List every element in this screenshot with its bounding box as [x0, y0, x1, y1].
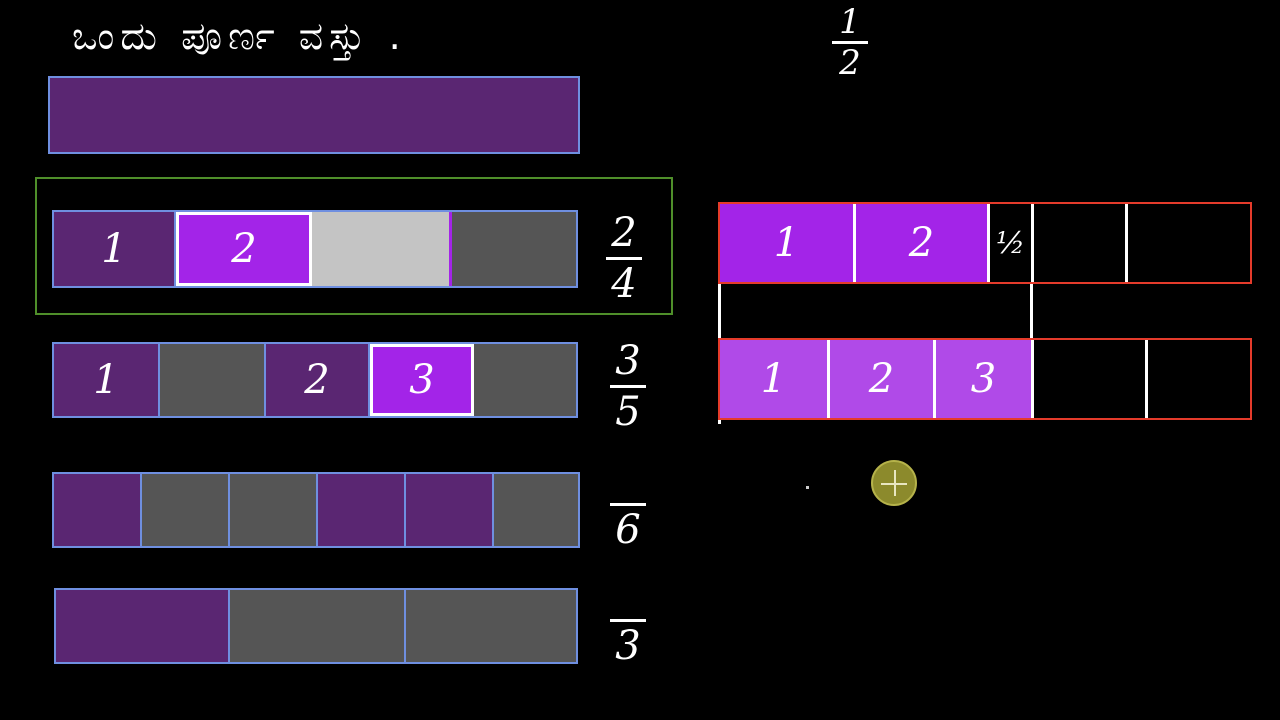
fraction-one-half: 1 2: [826, 5, 874, 80]
highlight-box: [35, 177, 673, 315]
bar-segment: [142, 474, 230, 546]
bar-segment: [54, 474, 142, 546]
bar-segment: [406, 590, 576, 662]
bar-segment: ½: [990, 204, 1034, 282]
bar-segment: [160, 344, 266, 416]
bar-segment: [1034, 204, 1128, 282]
bar-segment: [452, 212, 576, 286]
bar-segment: [312, 212, 452, 286]
crosshair-cursor-icon[interactable]: [871, 460, 917, 506]
bar-segment: [494, 474, 578, 546]
dot-mark: [806, 486, 809, 489]
bar-segment: [1148, 340, 1250, 418]
fraction-sixths: 6: [604, 500, 652, 551]
bar-thirds: [54, 588, 578, 664]
bar-segment: 1: [54, 344, 160, 416]
connector-line-middle: [1030, 284, 1033, 340]
bar-segment: 2: [266, 344, 370, 416]
fraction-two-fourths: 2 4: [600, 212, 648, 305]
bar-segment: 2: [856, 204, 990, 282]
bar-sixths: [52, 472, 580, 548]
bar-segment: 1: [54, 212, 176, 286]
bar-fifths: 1 2 3: [52, 342, 578, 418]
bar-segment: 2: [176, 212, 312, 286]
bar-segment: 3: [936, 340, 1034, 418]
bar-segment: 1: [720, 340, 830, 418]
red-bar-top: 1 2 ½: [718, 202, 1252, 284]
fraction-three-fifths: 3 5: [604, 340, 652, 433]
bar-segment: 2: [830, 340, 936, 418]
bar-quarters: 1 2: [52, 210, 578, 288]
bar-segment: 1: [720, 204, 856, 282]
bar-segment: [318, 474, 406, 546]
bar-segment: [474, 344, 576, 416]
bar-segment: [1034, 340, 1148, 418]
page-title: ಒಂದು ಪೂರ್ಣ ವಸ್ತು .: [72, 14, 407, 58]
bar-segment: 3: [370, 344, 474, 416]
bar-segment: [56, 590, 230, 662]
bar-segment: [406, 474, 494, 546]
fraction-thirds: 3: [604, 616, 652, 667]
red-bar-bottom: 1 2 3: [718, 338, 1252, 420]
bar-segment: [1128, 204, 1250, 282]
whole-bar: [48, 76, 580, 154]
bar-segment: [230, 590, 406, 662]
bar-segment: [230, 474, 318, 546]
